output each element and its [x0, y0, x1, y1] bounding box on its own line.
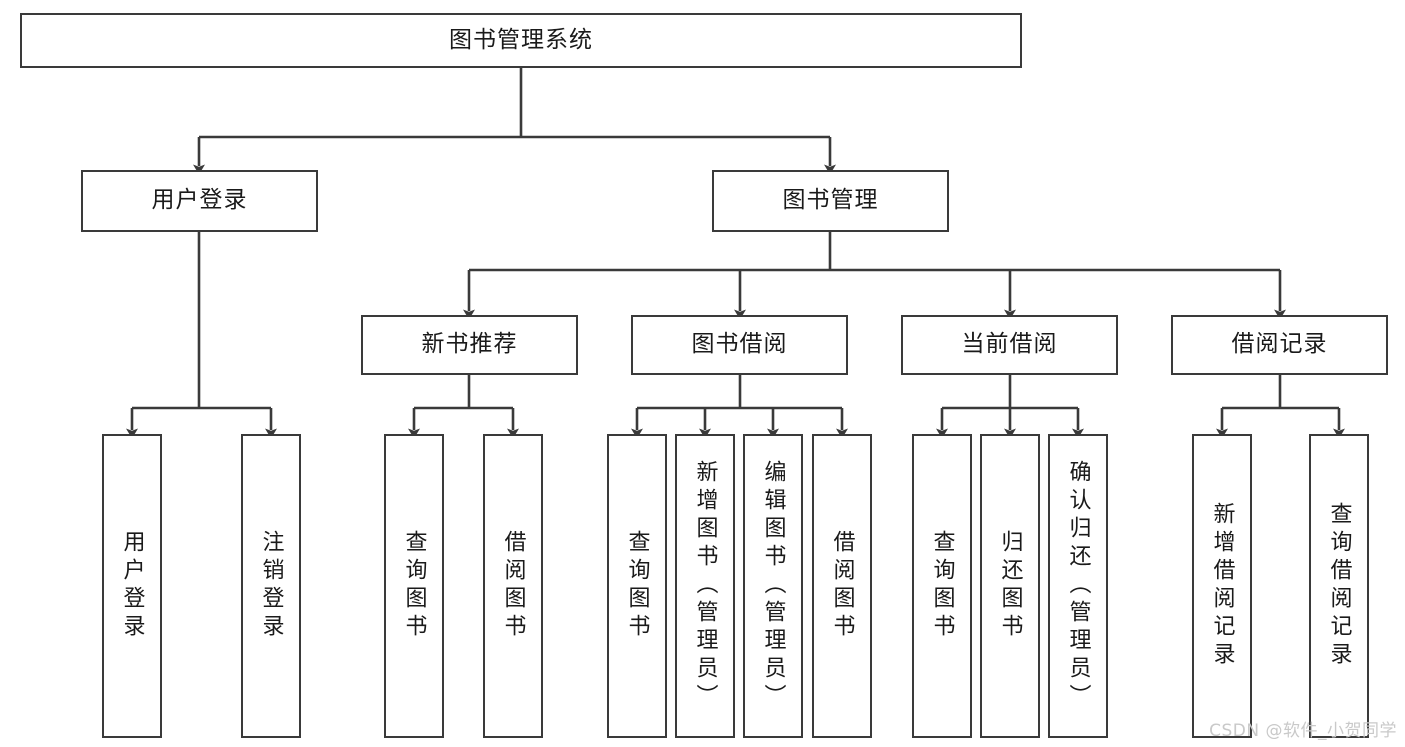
node-label: 查询图书	[624, 530, 650, 642]
node-label: 注销登录	[258, 530, 284, 642]
node-label: 新书推荐	[421, 331, 518, 358]
watermark-text: CSDN @软件_小贺同学	[1209, 721, 1397, 741]
node-label: 归还图书	[997, 530, 1023, 642]
leaf-current-borrow-return[interactable]: 归还图书	[980, 434, 1040, 738]
node-label: 查询图书	[401, 530, 427, 642]
leaf-borrow-record-query[interactable]: 查询借阅记录	[1309, 434, 1369, 738]
node-label: 图书借阅	[691, 331, 788, 358]
node-label: 确认归还（管理员）	[1065, 460, 1091, 712]
leaf-borrow-record-add[interactable]: 新增借阅记录	[1192, 434, 1252, 738]
leaf-book-borrow-borrow[interactable]: 借阅图书	[812, 434, 872, 738]
node-new-book-recommend[interactable]: 新书推荐	[361, 315, 578, 375]
node-label: 新增图书（管理员）	[692, 460, 718, 712]
leaf-user-login-login[interactable]: 用户登录	[102, 434, 162, 738]
node-label: 查询借阅记录	[1326, 502, 1352, 670]
leaf-current-borrow-query[interactable]: 查询图书	[912, 434, 972, 738]
node-user-login[interactable]: 用户登录	[81, 170, 318, 232]
node-label: 用户登录	[119, 530, 145, 642]
node-label: 借阅图书	[829, 530, 855, 642]
leaf-book-borrow-query[interactable]: 查询图书	[607, 434, 667, 738]
node-label: 当前借阅	[961, 331, 1058, 358]
node-label: 用户登录	[151, 187, 248, 214]
leaf-user-login-logout[interactable]: 注销登录	[241, 434, 301, 738]
node-label: 编辑图书（管理员）	[760, 460, 786, 712]
leaf-current-borrow-confirm-return[interactable]: 确认归还（管理员）	[1048, 434, 1108, 738]
node-label: 新增借阅记录	[1209, 502, 1235, 670]
node-label: 借阅记录	[1231, 331, 1328, 358]
node-label: 借阅图书	[500, 530, 526, 642]
node-label: 图书管理系统	[449, 26, 593, 53]
node-book-borrow[interactable]: 图书借阅	[631, 315, 848, 375]
node-current-borrow[interactable]: 当前借阅	[901, 315, 1118, 375]
node-root-book-management-system[interactable]: 图书管理系统	[20, 13, 1022, 68]
leaf-new-book-query[interactable]: 查询图书	[384, 434, 444, 738]
leaf-book-borrow-edit[interactable]: 编辑图书（管理员）	[743, 434, 803, 738]
node-borrow-record[interactable]: 借阅记录	[1171, 315, 1388, 375]
node-label: 查询图书	[929, 530, 955, 642]
leaf-book-borrow-add[interactable]: 新增图书（管理员）	[675, 434, 735, 738]
node-label: 图书管理	[782, 187, 879, 214]
leaf-new-book-borrow[interactable]: 借阅图书	[483, 434, 543, 738]
node-book-management[interactable]: 图书管理	[712, 170, 949, 232]
